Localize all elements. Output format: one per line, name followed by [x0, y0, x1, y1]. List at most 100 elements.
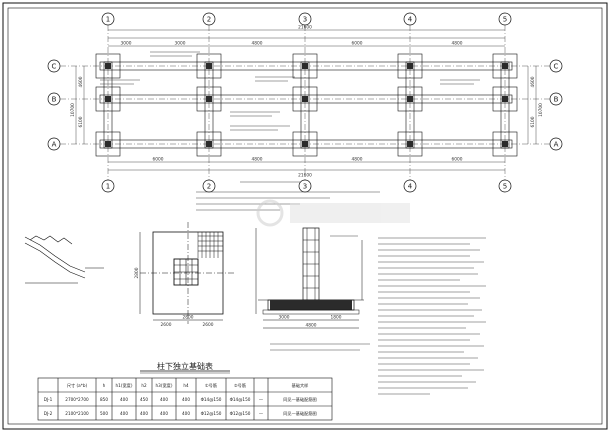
- table-cell: 400: [160, 397, 168, 402]
- section-dim: 4800: [306, 323, 317, 329]
- col-axis-label: 4: [408, 183, 413, 191]
- table-cell: 850: [100, 397, 108, 402]
- footing: [397, 86, 423, 112]
- col-axis-label: 4: [408, 16, 413, 24]
- dim-top-span: 4800: [452, 41, 463, 47]
- footing-height-dim: 2800: [134, 267, 140, 278]
- col-axis-label: 5: [503, 16, 507, 24]
- footing: [492, 86, 518, 112]
- table-cell: 400: [182, 397, 190, 402]
- footing-width-dim: 2800: [183, 315, 194, 321]
- table-cell: 400: [120, 411, 128, 416]
- table-cell: 同见—基础配筋图: [283, 410, 317, 417]
- dim-bottom-span: 4800: [252, 157, 263, 163]
- col-axis-label: 1: [106, 183, 110, 191]
- table-header: h4: [183, 383, 189, 388]
- dim-bottom-span: 6000: [153, 157, 164, 163]
- col-axis-label: 3: [303, 16, 307, 24]
- col-axis-label: 2: [207, 183, 211, 191]
- footing: [95, 131, 121, 157]
- footing: [292, 131, 318, 157]
- footing: [95, 53, 121, 79]
- table-cell: 400: [140, 411, 148, 416]
- dim-left-span: 4600: [78, 76, 84, 87]
- row-axis-label: B: [554, 96, 559, 104]
- footing: [492, 53, 518, 79]
- table-header: h3(宽度): [156, 382, 173, 389]
- col-axis-label: 1: [106, 16, 110, 24]
- footing: [397, 131, 423, 157]
- table-header: h: [103, 383, 106, 388]
- table-header: 基础大样: [292, 382, 309, 389]
- row-axis-label: C: [52, 63, 57, 71]
- table-header: h1(宽度): [116, 382, 133, 389]
- general-notes: [378, 237, 486, 395]
- table-cell: Φ14@150: [201, 397, 222, 402]
- footing-schedule-table: 柱下独立基础表 尺寸 (a*b) h h1(宽度) h2 h3(宽度) h4: [37, 361, 333, 421]
- dim-left-total: 10700: [70, 103, 76, 117]
- table-header: ①号筋: [205, 382, 217, 389]
- footing: [95, 86, 121, 112]
- table-cell: 500: [100, 411, 108, 416]
- footing: [492, 131, 518, 157]
- dim-top-span: 3000: [121, 41, 132, 47]
- footing: [196, 53, 222, 79]
- grade-beam-5: [500, 61, 510, 149]
- col-axis-label: 3: [303, 183, 307, 191]
- table-cell: 2100*2100: [65, 411, 89, 416]
- col-axis-label: 2: [207, 16, 211, 24]
- table-cell: —: [259, 397, 263, 402]
- table-cell: 450: [140, 397, 148, 402]
- table-cell: —: [259, 411, 263, 416]
- dim-right-span: 4600: [530, 76, 536, 87]
- watermark-logo: [256, 199, 410, 227]
- table-cell: 400: [160, 411, 168, 416]
- section-dim: 1800: [331, 315, 342, 321]
- table-cell: 400: [182, 411, 190, 416]
- row-axis-label: C: [554, 63, 559, 71]
- dim-right-total: 10700: [538, 103, 544, 117]
- col-axis-label: 5: [503, 183, 507, 191]
- footing-half-dim: 2600: [203, 322, 214, 328]
- dim-top-span: 4800: [252, 41, 263, 47]
- table-cell: Φ14@150: [230, 397, 251, 402]
- dim-bottom-total: 21600: [298, 173, 312, 179]
- footing-half-dim: 2600: [161, 322, 172, 328]
- edge-detail: [24, 235, 104, 284]
- table-cell: DJ-1: [44, 397, 53, 402]
- dim-bottom-span: 6000: [452, 157, 463, 163]
- table-title: 柱下独立基础表: [157, 361, 213, 371]
- foundation-plan: 1 2 3 4 5 1 2 3 4 5: [47, 12, 563, 211]
- row-axis-label: A: [554, 141, 559, 149]
- table-header: h2: [141, 383, 147, 388]
- table-cell: 2700*2700: [65, 397, 89, 402]
- footing: [397, 53, 423, 79]
- footing-plan-detail: 2800 2600 2600 2800: [134, 222, 236, 328]
- table-cell: 同见—基础配筋图: [283, 396, 317, 403]
- grade-beam-3: [300, 61, 310, 149]
- dim-right-span: 6100: [530, 116, 536, 127]
- table-header: ②号筋: [234, 382, 246, 389]
- section-1-1: 3000 1800 4800: [255, 227, 370, 351]
- table-header: 尺寸 (a*b): [67, 382, 88, 389]
- dim-top-span: 6000: [352, 41, 363, 47]
- row-axis-label: A: [52, 141, 57, 149]
- grade-beam-1: [103, 61, 113, 149]
- grade-beam-2: [204, 61, 214, 149]
- footing: [292, 86, 318, 112]
- dim-top-total: 21600: [298, 25, 312, 31]
- section-dim: 3000: [279, 315, 290, 321]
- sheet-inner-frame: [7, 7, 603, 425]
- grade-beam-b: [99, 94, 513, 104]
- table-cell: Φ12@150: [230, 411, 251, 416]
- footing: [196, 131, 222, 157]
- footing: [292, 53, 318, 79]
- row-axis-label: B: [52, 96, 57, 104]
- table-cell: 400: [120, 397, 128, 402]
- dim-left-span: 6100: [78, 116, 84, 127]
- table-cell: Φ12@150: [201, 411, 222, 416]
- table-cell: DJ-2: [44, 411, 53, 416]
- grade-beam-4: [405, 61, 415, 149]
